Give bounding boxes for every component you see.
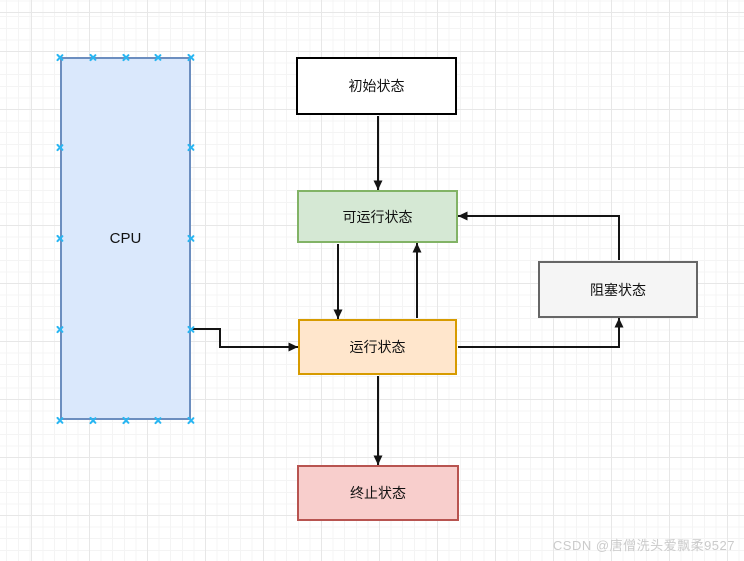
node-initial-state-label: 初始状态 — [348, 78, 405, 94]
connection-point-icon[interactable] — [56, 325, 65, 334]
connection-point-icon[interactable] — [187, 53, 196, 62]
node-running-state-label: 运行状态 — [349, 339, 406, 355]
node-runnable-state-label: 可运行状态 — [342, 208, 413, 225]
connection-point-icon[interactable] — [121, 416, 130, 425]
node-initial-state[interactable]: 初始状态 — [296, 57, 457, 115]
connection-point-icon[interactable] — [88, 53, 97, 62]
node-blocked-state[interactable]: 阻塞状态 — [538, 261, 698, 318]
connection-point-icon[interactable] — [154, 53, 163, 62]
node-running-state[interactable]: 运行状态 — [298, 319, 457, 375]
node-cpu[interactable]: CPU — [60, 57, 191, 420]
connection-point-icon[interactable] — [56, 416, 65, 425]
node-terminated-state-label: 终止状态 — [350, 485, 406, 501]
connection-point-icon[interactable] — [187, 416, 196, 425]
connection-point-icon[interactable] — [187, 325, 196, 334]
watermark: CSDN @唐僧洗头爱飘柔9527 — [552, 538, 735, 553]
connection-point-icon[interactable] — [121, 53, 130, 62]
connection-point-icon[interactable] — [56, 143, 65, 152]
edge-cpu-to-running[interactable] — [192, 328, 298, 352]
node-runnable-state[interactable]: 可运行状态 — [297, 190, 458, 243]
connection-point-icon[interactable] — [56, 53, 65, 62]
connection-point-icon[interactable] — [56, 234, 65, 243]
connection-point-icon[interactable] — [187, 143, 196, 152]
node-cpu-label: CPU — [109, 230, 142, 247]
edge-running-to-blocked[interactable] — [458, 318, 624, 348]
connection-point-icon[interactable] — [88, 416, 97, 425]
node-blocked-state-label: 阻塞状态 — [590, 281, 646, 298]
connection-point-icon[interactable] — [187, 234, 196, 243]
edge-blocked-to-runnable[interactable] — [458, 211, 620, 260]
connection-point-icon[interactable] — [154, 416, 163, 425]
node-terminated-state[interactable]: 终止状态 — [297, 465, 459, 521]
